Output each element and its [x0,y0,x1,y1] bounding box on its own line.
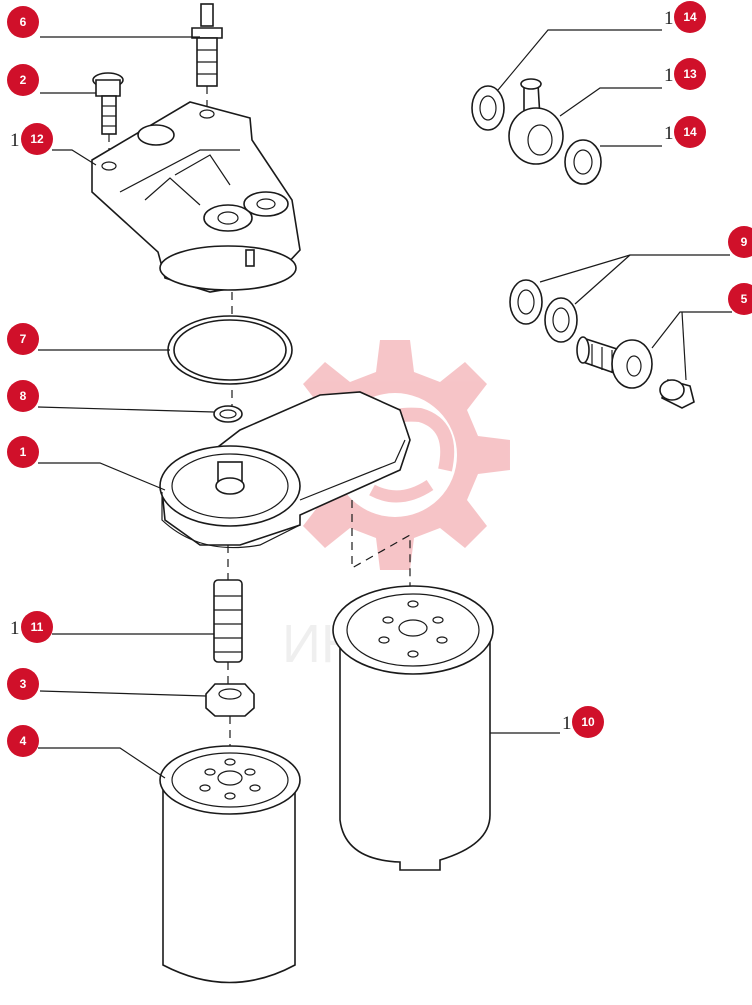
callout-12: 1 12 [10,123,53,155]
part-washers-pair [509,279,578,343]
callout-1: 1 [7,436,39,468]
callout-5: 5 [728,283,752,315]
part-banjo-fitting [508,78,564,165]
part-adapter-plate [159,391,411,549]
part-seal-ring-small [213,405,243,423]
callout-13: 1 13 [664,58,706,90]
svg-text:1: 1 [664,8,674,29]
svg-text:1: 1 [562,713,572,734]
callout-8: 8 [7,380,39,412]
part-stud-bolt [191,3,223,87]
callout-3: 3 [7,668,39,700]
callout-4: 4 [7,725,39,757]
part-o-ring-large [167,315,293,385]
svg-text:3: 3 [20,677,27,691]
svg-text:13: 13 [683,67,697,81]
part-plug-screw [659,379,695,409]
svg-text:7: 7 [20,332,27,346]
part-banjo-bolt [576,336,653,389]
part-threaded-nipple [213,579,243,663]
part-flange-bolt [92,72,124,135]
svg-text:11: 11 [31,620,44,634]
callout-7: 7 [7,323,39,355]
part-hex-nut [205,683,255,717]
svg-text:1: 1 [10,130,20,151]
callout-6: 6 [7,6,39,38]
svg-text:1: 1 [664,123,674,144]
part-sealing-washer-upper [471,85,505,131]
part-filter-cartridge-small [159,745,301,984]
callout-14-lower: 1 14 [664,116,706,148]
callout-10: 1 10 [562,706,604,738]
axis-line [351,500,411,598]
callout-9: 9 [728,226,752,258]
svg-text:14: 14 [683,10,697,24]
callout-11: 1 11 [10,611,53,643]
svg-text:9: 9 [741,235,748,249]
part-sealing-washer-lower [564,139,602,185]
svg-text:8: 8 [20,389,27,403]
svg-text:12: 12 [30,132,44,146]
svg-text:14: 14 [683,125,697,139]
part-filter-head-bracket [91,101,301,293]
svg-text:1: 1 [20,445,27,459]
svg-text:10: 10 [581,715,595,729]
svg-text:4: 4 [20,734,27,748]
callout-2: 2 [7,64,39,96]
leader-lines [37,29,732,779]
part-filter-cartridge-large [332,585,494,871]
svg-text:1: 1 [10,618,20,639]
svg-text:2: 2 [20,73,27,87]
svg-text:5: 5 [741,292,748,306]
svg-text:6: 6 [20,15,27,29]
callout-14-upper: 1 14 [664,1,706,33]
svg-text:1: 1 [664,65,674,86]
